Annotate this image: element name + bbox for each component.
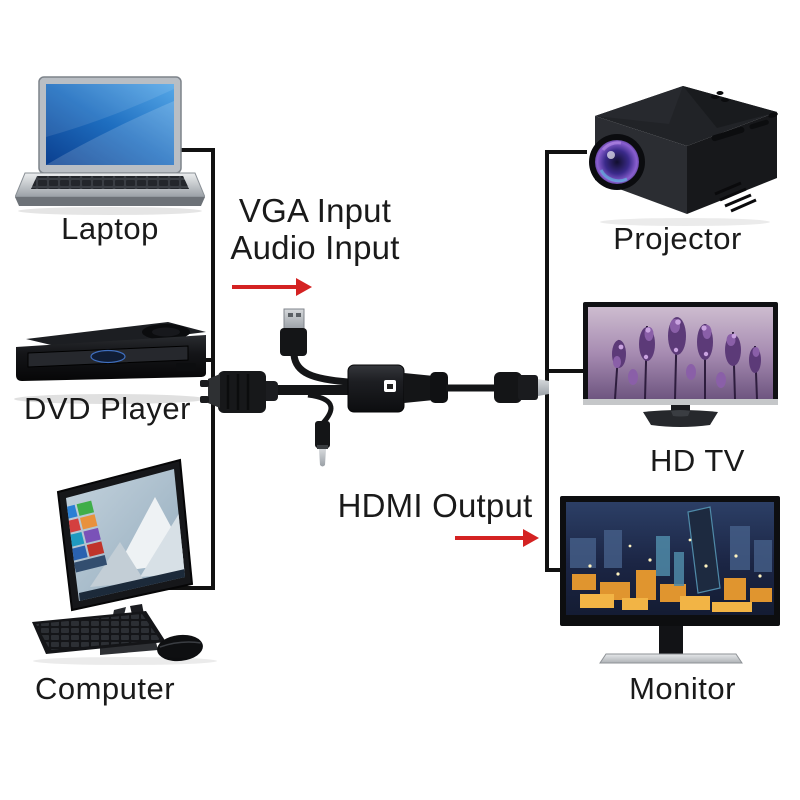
hdmi-output-text: HDMI Output <box>337 487 533 524</box>
monitor-image <box>560 496 782 668</box>
hdmi-connector-male <box>404 372 500 403</box>
hdmi-cable-end <box>494 372 549 403</box>
dvd-player-image <box>10 315 210 410</box>
audio-input-text: Audio Input <box>230 229 400 266</box>
hdmi-output-arrow-icon <box>455 529 539 547</box>
computer-label: Computer <box>34 671 176 706</box>
usb-connector <box>280 308 349 386</box>
laptop-image <box>15 75 205 220</box>
dvd-player-label: DVD Player <box>24 391 191 426</box>
adapter-cable-image <box>200 295 560 470</box>
projector-label: Projector <box>613 221 742 256</box>
hdmi-output-annotation: HDMI Output <box>330 487 540 524</box>
line-computer-to-bus <box>150 586 215 590</box>
vga-input-text: VGA Input <box>238 192 392 229</box>
vga-input-arrow-icon <box>232 278 312 296</box>
computer-image <box>30 452 225 667</box>
converter-box <box>347 364 405 413</box>
audio-jack-connector <box>307 392 334 467</box>
line-laptop-to-bus <box>170 148 215 152</box>
line-left-vertical-bus <box>211 148 215 590</box>
hdtv-label: HD TV <box>650 443 745 478</box>
line-right-vertical-bus <box>545 150 549 572</box>
projector-image <box>565 82 785 230</box>
hdtv-image <box>583 302 778 444</box>
vga-input-annotation: VGA Input Audio Input <box>215 192 415 266</box>
monitor-label: Monitor <box>629 671 736 706</box>
line-bus-to-hdtv <box>549 369 585 373</box>
line-bus-to-projector <box>549 150 587 154</box>
laptop-label: Laptop <box>61 211 159 246</box>
line-bus-to-monitor <box>549 568 569 572</box>
vga-connector <box>200 371 352 413</box>
